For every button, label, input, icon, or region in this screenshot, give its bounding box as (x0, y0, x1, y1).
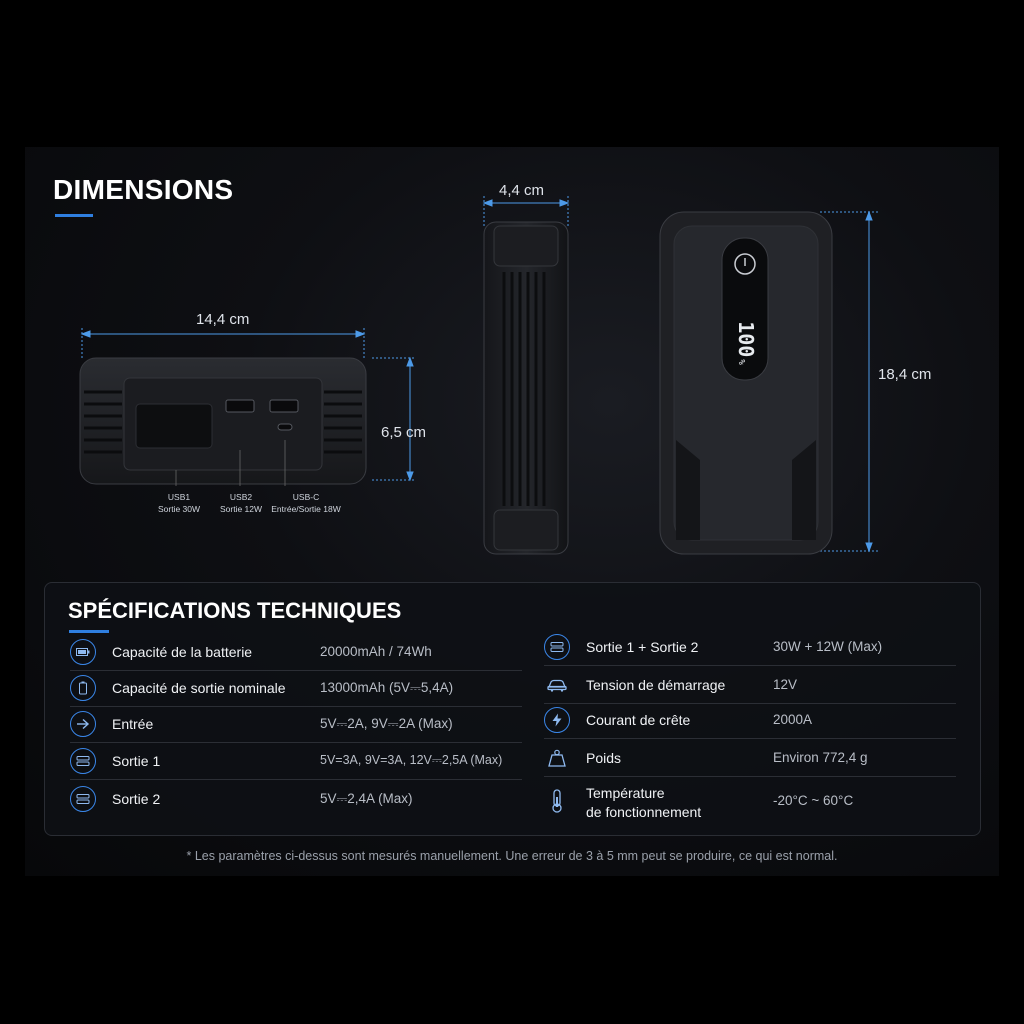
spec-label: Entrée (112, 716, 154, 732)
specs-underline (69, 630, 109, 633)
height-dimension-line (372, 356, 414, 482)
depth-dimension-line (482, 196, 570, 226)
port-label-usbc: USB-C Entrée/Sortie 18W (266, 491, 346, 515)
spec-label: Sortie 1 + Sortie 2 (586, 639, 699, 655)
spec-value: 5V⎓2,4A (Max) (320, 791, 413, 806)
port-desc: Entrée/Sortie 18W (271, 504, 341, 514)
spec-label: Température de fonctionnement (586, 785, 702, 820)
spec-value: 30W + 12W (Max) (773, 639, 883, 654)
spec-row: Entrée 5V⎓2A, 9V⎓2A (Max) (70, 706, 522, 743)
product-drawings (79, 196, 878, 555)
weight-icon (544, 745, 570, 771)
spec-value: 2000A (773, 712, 813, 727)
battery-icon (70, 639, 96, 665)
spec-row: Capacité de la batterie 20000mAh / 74Wh (70, 634, 522, 671)
display-value: 100 (734, 321, 758, 358)
footnote: * Les paramètres ci-dessus sont mesurés … (186, 849, 838, 863)
height-label: 6,5 cm (381, 424, 427, 441)
spec-row: Sortie 1 5V=3A, 9V=3A, 12V⎓2,5A (Max) (70, 743, 522, 780)
port-name: USB1 (167, 492, 191, 502)
spec-row: Courant de crête 2000A (544, 702, 956, 739)
spec-row: Température de fonctionnement -20°C ~ 60… (544, 783, 956, 827)
spec-label: Sortie 2 (112, 791, 161, 807)
front-view-device (79, 357, 367, 486)
port-label-usb2: USB2 Sortie 12W (201, 491, 281, 515)
car-icon (544, 672, 570, 698)
dimensions-title: DIMENSIONS (53, 174, 234, 205)
spec-label: Capacité de sortie nominale (112, 680, 286, 696)
power-button-icon (734, 253, 756, 275)
length-label: 18,4 cm (878, 366, 932, 383)
usb-port-icon (544, 634, 570, 660)
side-view-device (483, 221, 569, 555)
lightning-icon (544, 707, 570, 733)
port-desc: Sortie 12W (219, 504, 263, 514)
display-unit: % (736, 359, 746, 365)
spec-label: Capacité de la batterie (112, 644, 253, 660)
width-dimension-line (80, 328, 366, 360)
port-desc: Sortie 30W (157, 504, 201, 514)
port-name: USB2 (229, 492, 253, 502)
port-label-usb1: USB1 Sortie 30W (139, 491, 219, 515)
spec-value: 13000mAh (5V⎓5,4A) (320, 680, 454, 695)
port-name: USB-C (292, 492, 320, 502)
spec-value: 12V (773, 677, 798, 692)
depth-label: 4,4 cm (499, 182, 545, 199)
spec-row: Sortie 2 5V⎓2,4A (Max) (70, 781, 522, 817)
spec-label: Sortie 1 (112, 753, 161, 769)
spec-value: 5V=3A, 9V=3A, 12V⎓2,5A (Max) (320, 753, 503, 767)
spec-row: Capacité de sortie nominale 13000mAh (5V… (70, 670, 522, 707)
specs-title: SPÉCIFICATIONS TECHNIQUES (68, 598, 402, 623)
spec-row: Tension de démarrage 12V (544, 667, 956, 704)
thermometer-icon (544, 788, 570, 814)
spec-label: Courant de crête (586, 712, 691, 728)
spec-value: -20°C ~ 60°C (773, 793, 854, 808)
spec-value: 20000mAh / 74Wh (320, 644, 432, 659)
usb-port-icon (70, 786, 96, 812)
spec-row: Sortie 1 + Sortie 2 30W + 12W (Max) (544, 629, 956, 666)
usb-port-icon (70, 748, 96, 774)
battery-level-display: 100 % (732, 313, 758, 373)
length-dimension-line (820, 210, 878, 553)
spec-value: 5V⎓2A, 9V⎓2A (Max) (320, 716, 453, 731)
arrow-right-icon (70, 711, 96, 737)
title-underline (55, 214, 93, 217)
spec-value: Environ 772,4 g (773, 750, 868, 765)
spec-row: Poids Environ 772,4 g (544, 740, 956, 777)
width-label: 14,4 cm (196, 311, 250, 328)
spec-label: Tension de démarrage (586, 677, 726, 693)
spec-label: Poids (586, 750, 622, 766)
top-view-device (659, 211, 833, 555)
battery-output-icon (70, 675, 96, 701)
specs-card (44, 582, 981, 836)
